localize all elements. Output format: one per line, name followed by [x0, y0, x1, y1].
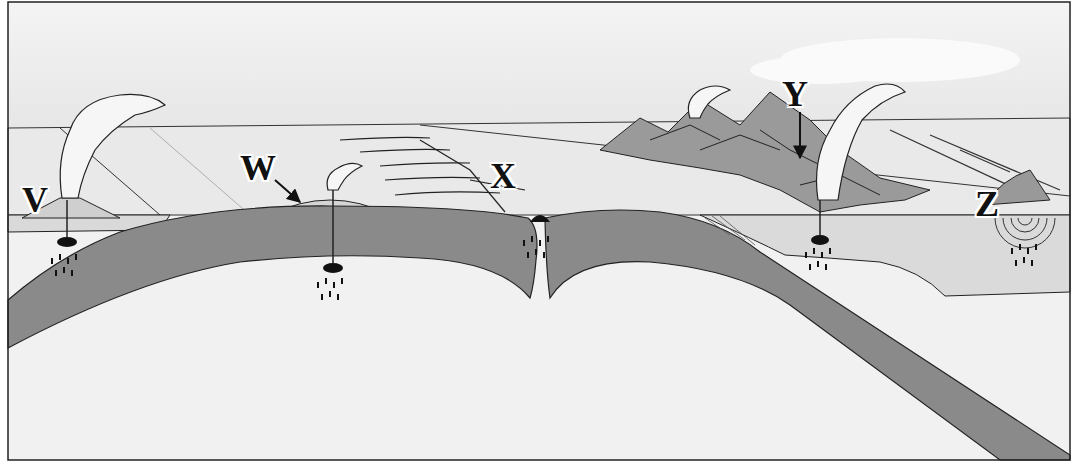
letter-label: Y	[782, 76, 808, 112]
letter-label: X	[490, 158, 516, 194]
letter-label: V	[22, 182, 48, 218]
letter-label: Z	[975, 186, 999, 222]
letter-label: W	[240, 150, 276, 186]
